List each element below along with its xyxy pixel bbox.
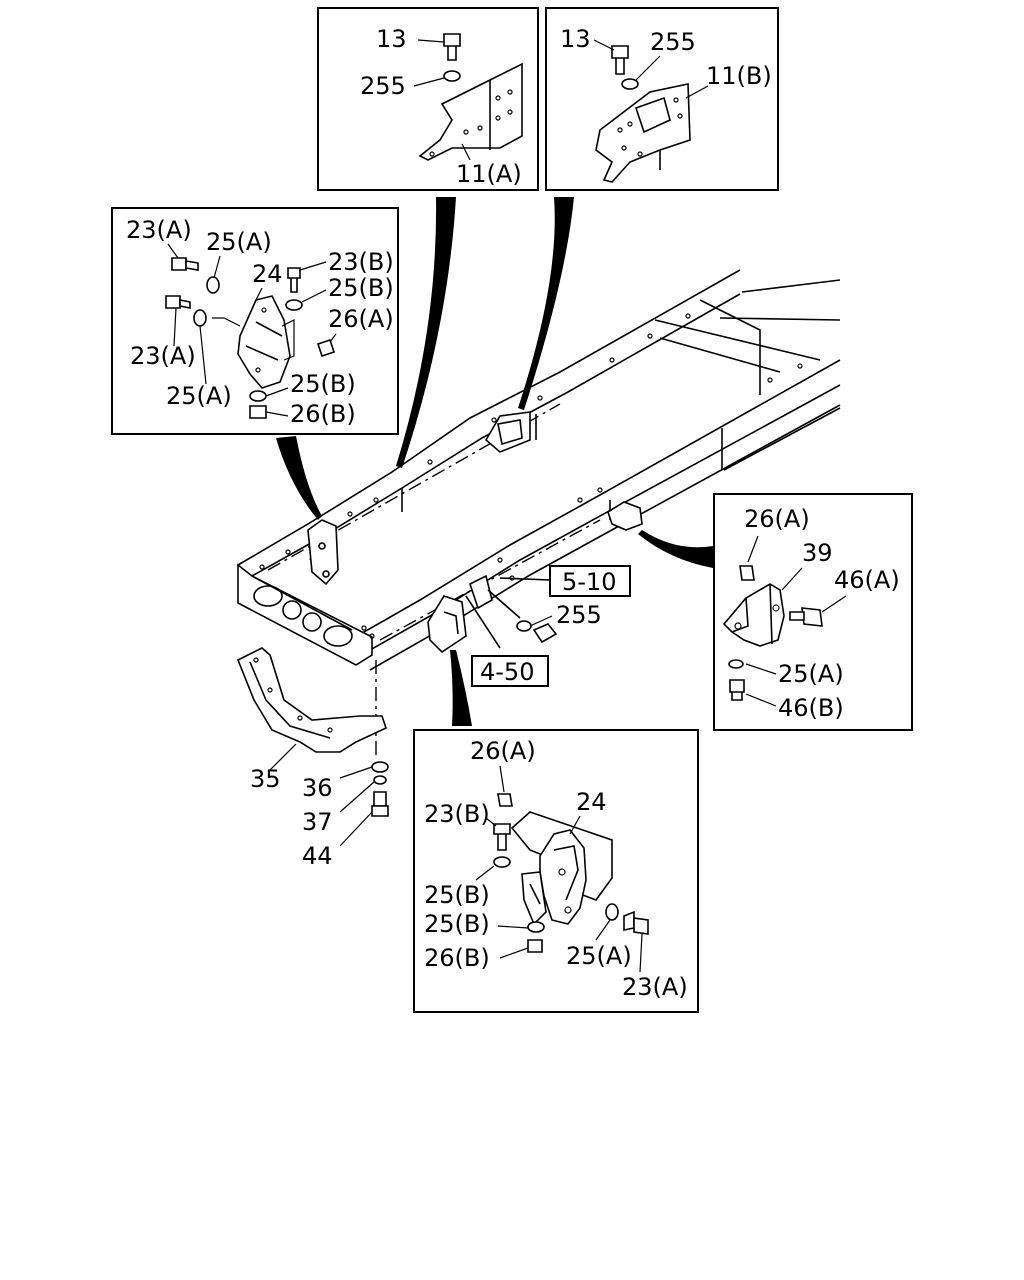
main-crossmember-35 [236,647,387,753]
ref-box-5-10 [549,565,631,597]
callout-left-washer-b2-label: 25(B) [290,370,356,398]
callout-right-nut-a-label: 26(A) [744,505,810,533]
callout-bottom-bolt-b-label: 23(B) [424,800,490,828]
bracket-39-shape [722,583,785,647]
callout-top-b-bolt-label: 13 [560,25,591,53]
bolt-44-label: 44 [302,842,333,870]
callout-left-bracket-label: 24 [252,260,283,288]
callout-right-washer-a-label: 25(A) [778,660,844,688]
callout-bottom-bolt-a-label: 23(A) [622,973,688,1001]
callout-top-b: 13 255 11(B) [545,7,779,191]
callout-left-bolt-a1-label: 23(A) [126,216,192,244]
callout-bottom-nut-b-label: 26(B) [424,944,490,972]
callout-bottom-nut-a-label: 26(A) [470,737,536,765]
ref-box-4-50 [471,655,549,687]
pointer-bottom [450,650,472,726]
callout-top-b-bracket-label: 11(B) [706,62,772,90]
bracket-11a-shape [418,62,523,161]
callout-left-nut-b-label: 26(B) [290,400,356,428]
rivet-holes [259,313,803,639]
callout-left-bolt-a2-label: 23(A) [130,342,196,370]
callout-right: 26(A) 39 46(A) 25(A) 46(B) [713,493,913,731]
callout-right-bolt-a-label: 46(A) [834,566,900,594]
callout-left: 23(A) 25(A) 24 23(B) 25(B) 26(A) 23(A) 2… [111,207,399,435]
bracket-24-left-shape [237,295,291,389]
bolt-13b-shape [611,45,629,75]
callout-bottom-washer-b1-label: 25(B) [424,881,490,909]
pointer-top-a [396,197,456,468]
washer-36-label: 36 [302,774,333,802]
callout-pointers [276,197,713,726]
bolt-13-shape [443,33,461,61]
ref-upper-label[interactable]: 5-10 [562,568,616,596]
callout-top-b-washer-label: 255 [650,28,696,56]
main-labels: 5-10 4-50 255 35 36 37 44 [250,565,631,870]
callout-top-a: 13 255 11(A) [317,7,539,191]
washer-255b-shape [621,78,639,90]
callout-bottom-bracket-label: 24 [576,788,607,816]
callout-top-a-washer-label: 255 [360,72,406,100]
pointer-top-b [518,197,574,410]
pointer-left [276,436,322,520]
callout-top-a-bolt-label: 13 [376,25,407,53]
washer-255-shape [443,70,461,82]
callout-right-bracket-label: 39 [802,539,833,567]
callout-left-nut-a-label: 26(A) [328,305,394,333]
callout-left-washer-a1-label: 25(A) [206,228,272,256]
callout-top-a-bracket-label: 11(A) [456,160,522,188]
spring-washer-37-label: 37 [302,808,333,836]
main-washer-label: 255 [556,601,602,629]
callout-left-washer-a2-label: 25(A) [166,382,232,410]
chassis-frame [237,269,841,760]
callout-bottom-washer-a-label: 25(A) [566,942,632,970]
callout-right-bolt-b-label: 46(B) [778,694,844,722]
ref-lower-label[interactable]: 4-50 [480,658,534,686]
callout-left-bolt-b-label: 23(B) [328,248,394,276]
main-hardware [371,577,558,817]
pointer-right [638,530,713,568]
crossmember-label: 35 [250,765,281,793]
callout-bottom-washer-b2-label: 25(B) [424,910,490,938]
callout-left-washer-b1-label: 25(B) [328,274,394,302]
callout-bottom: 26(A) 24 23(B) 25(B) 25(B) 26(B) 25(A) 2… [413,729,699,1013]
